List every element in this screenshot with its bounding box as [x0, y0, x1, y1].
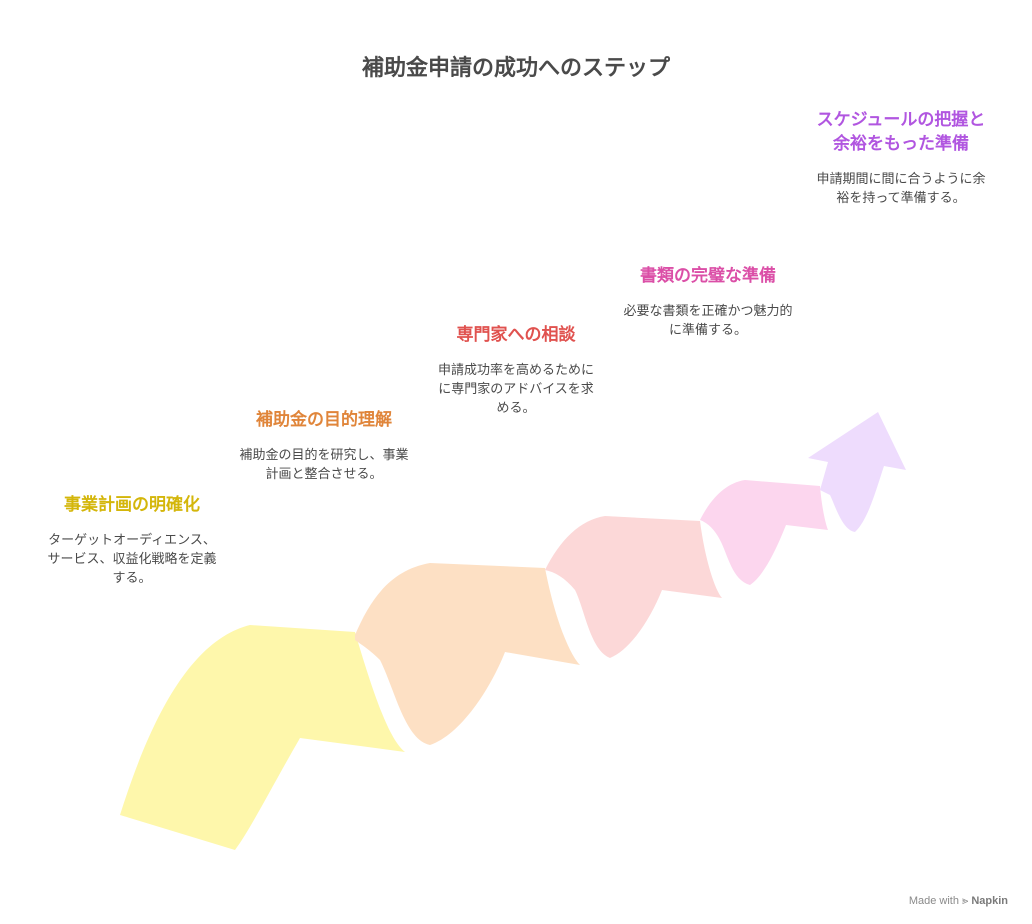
footer-brand: Napkin [971, 895, 1008, 907]
step-3-description: 申請成功率を高めるためにに専門家のアドバイスを求める。 [437, 363, 594, 416]
step-5-arrow [808, 412, 906, 532]
step-5-description: 申請期間に間に合うように余裕を持って準備する。 [816, 172, 986, 206]
step-1: 事業計画の明確化 ターゲットオーディエンス、サービス、収益化戦略を定義する。 [44, 493, 220, 588]
step-4: 書類の完璧な準備 必要な書類を正確かつ魅力的に準備する。 [622, 264, 794, 340]
step-3-title: 専門家への相談 [456, 325, 576, 345]
step-2: 補助金の目的理解 補助金の目的を研究し、事業計画と整合させる。 [238, 408, 410, 484]
made-with-napkin-footer: Made with ⪢ Napkin [909, 895, 1008, 908]
footer-made-with: Made with [908, 895, 959, 907]
step-3-ribbon [545, 516, 722, 658]
step-5-title: スケジュールの把握と余裕をもった準備 [816, 110, 986, 154]
step-2-title: 補助金の目的理解 [256, 410, 392, 430]
napkin-logo-icon: ⪢ [962, 895, 969, 907]
step-1-description: ターゲットオーディエンス、サービス、収益化戦略を定義する。 [47, 533, 217, 586]
step-4-description: 必要な書類を正確かつ魅力的に準備する。 [623, 304, 793, 338]
page-title: 補助金申請の成功へのステップ [361, 56, 670, 81]
step-4-ribbon [700, 480, 828, 585]
step-1-title: 事業計画の明確化 [64, 495, 200, 515]
step-1-ribbon [120, 625, 405, 850]
step-4-title: 書類の完璧な準備 [640, 266, 776, 286]
step-2-ribbon [355, 563, 580, 745]
step-3: 専門家への相談 申請成功率を高めるためにに専門家のアドバイスを求める。 [436, 323, 596, 418]
step-2-description: 補助金の目的を研究し、事業計画と整合させる。 [239, 448, 409, 482]
step-5: スケジュールの把握と余裕をもった準備 申請期間に間に合うように余裕を持って準備す… [816, 108, 986, 208]
